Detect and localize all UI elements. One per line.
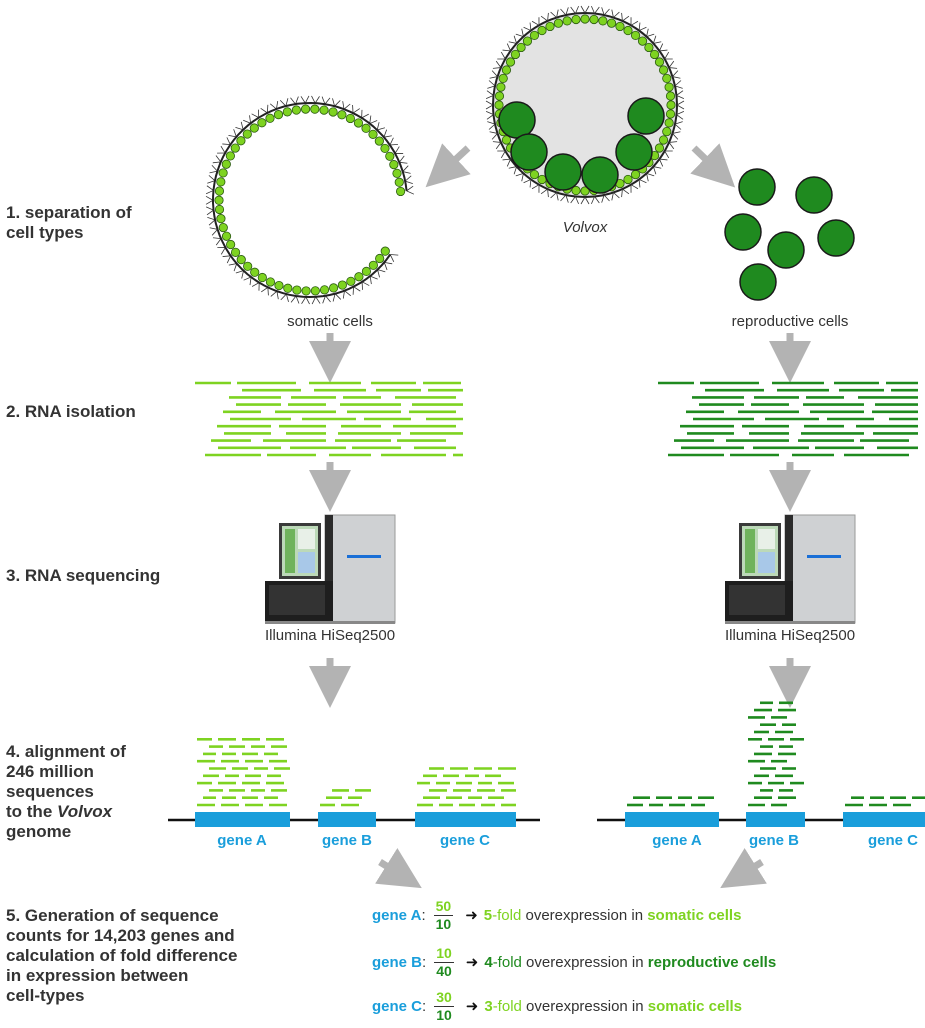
- gene-b-left-label: gene B: [322, 832, 372, 849]
- gene-a-right-label: gene A: [652, 832, 701, 849]
- flow-arrows: [330, 148, 790, 877]
- step-1-label: 1. separation of cell types: [6, 203, 132, 243]
- right-arrow-icon: ➜: [466, 953, 479, 971]
- volvox-italic: Volvox: [57, 802, 112, 821]
- rna-fragments-somatic: [195, 383, 463, 455]
- gene-b-right: [746, 812, 805, 827]
- rna-fragments-reproductive: [658, 383, 918, 455]
- step-5-label: 5. Generation of sequence counts for 14,…: [6, 906, 237, 1006]
- arrow-left-to-results: [380, 862, 404, 877]
- gene-c-right: [843, 812, 925, 827]
- gene-a-right: [625, 812, 719, 827]
- arrow-to-somatic: [441, 148, 468, 173]
- sequencer-left-label: Illumina HiSeq2500: [265, 627, 395, 644]
- volvox-colony: [486, 6, 684, 204]
- volvox-label: Volvox: [563, 219, 607, 236]
- step-3-label: 3. RNA sequencing: [6, 566, 160, 586]
- arrow-right-to-results: [738, 862, 762, 877]
- somatic-cells-label: somatic cells: [287, 313, 373, 330]
- gene-c-right-label: gene C: [868, 832, 918, 849]
- gene-a-left: [195, 812, 290, 827]
- reproductive-cells: [725, 169, 854, 300]
- gene-b-right-label: gene B: [749, 832, 799, 849]
- sequencer-right: [725, 515, 855, 624]
- gene-c-left-label: gene C: [440, 832, 490, 849]
- somatic-cell-arc: [206, 96, 414, 304]
- arrow-to-reproductive: [694, 148, 720, 173]
- right-arrow-icon: ➜: [466, 997, 479, 1015]
- gene-c-left: [415, 812, 516, 827]
- gene-b-left: [318, 812, 376, 827]
- right-arrow-icon: ➜: [465, 906, 478, 924]
- genome-right: [597, 703, 925, 827]
- reproductive-cells-label: reproductive cells: [732, 313, 849, 330]
- sequencer-right-label: Illumina HiSeq2500: [725, 627, 855, 644]
- step-4-label: 4. alignment of 246 million sequences to…: [6, 742, 126, 842]
- gene-a-left-label: gene A: [217, 832, 266, 849]
- sequencer-left: [265, 515, 395, 624]
- step-2-label: 2. RNA isolation: [6, 402, 136, 422]
- genome-left: [168, 739, 540, 827]
